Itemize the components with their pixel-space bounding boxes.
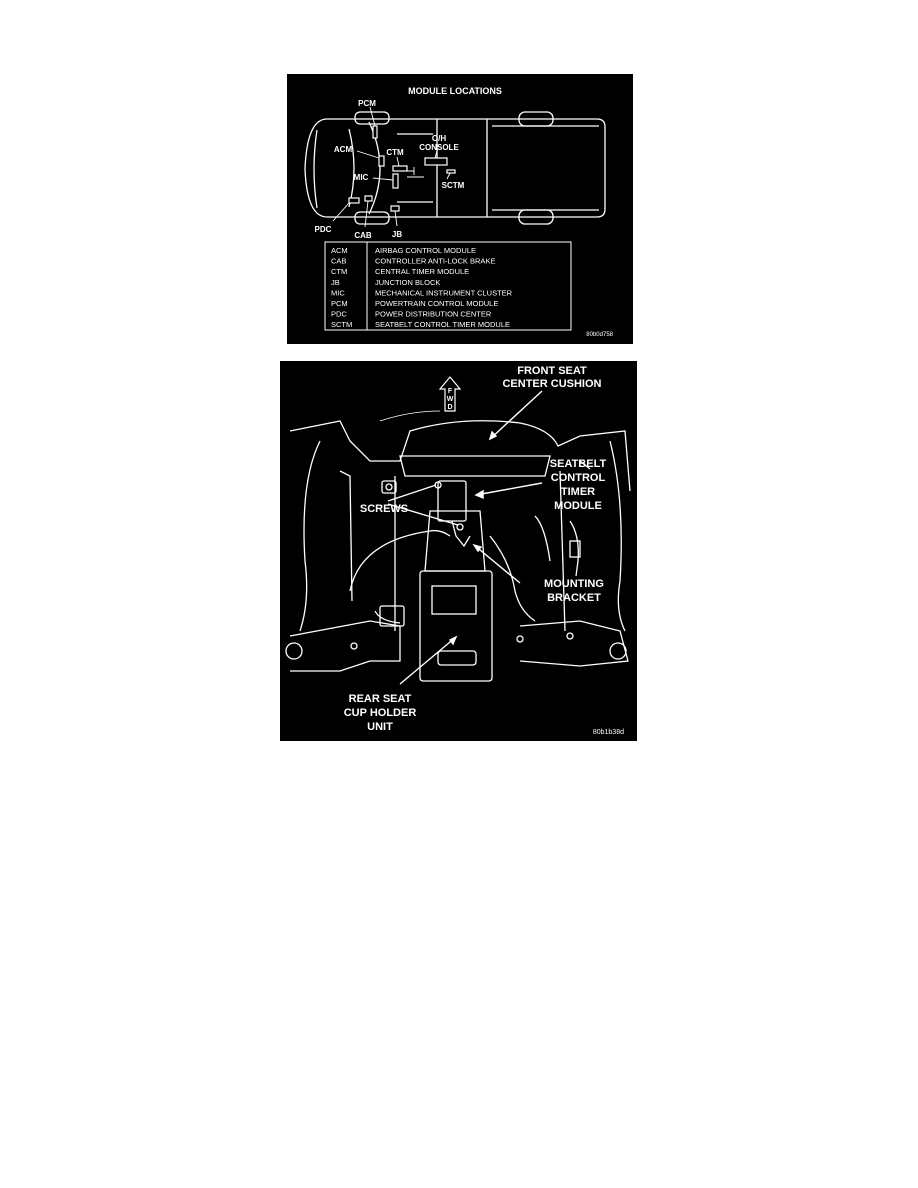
vehicle-outline: [304, 111, 606, 225]
legend-meaning: CENTRAL TIMER MODULE: [375, 267, 469, 276]
legend-abbr: PDC: [331, 310, 347, 319]
svg-text:REAR SEAT: REAR SEAT: [349, 693, 412, 705]
sctm-mounting-drawing: F W D: [285, 365, 631, 736]
legend-abbr: CAB: [331, 257, 346, 266]
leader-lines: [332, 106, 451, 228]
callout-cab: CAB: [354, 231, 372, 240]
callout-oh: O/H: [432, 134, 446, 143]
callout-pcm: PCM: [358, 99, 376, 108]
svg-text:W: W: [447, 396, 454, 403]
legend-meaning: MECHANICAL INSTRUMENT CLUSTER: [375, 288, 513, 297]
legend-abbr: SCTM: [331, 320, 352, 329]
legend-abbr: JB: [331, 278, 340, 287]
callout-acm: ACM: [334, 145, 353, 154]
legend-meaning: POWERTRAIN CONTROL MODULE: [375, 299, 498, 308]
svg-text:TIMER: TIMER: [561, 486, 595, 498]
pdc-marker: [348, 197, 360, 204]
sctm-marker: [446, 169, 456, 174]
figure1-title: MODULE LOCATIONS: [408, 86, 502, 96]
callout-arrows: [387, 390, 543, 685]
legend-abbr: ACM: [331, 246, 348, 255]
module-locations-figure: MODULE LOCATIONS: [287, 74, 633, 344]
svg-text:MODULE: MODULE: [554, 500, 602, 512]
callout-front-seat: FRONT SEAT CENTER CUSHION: [502, 365, 601, 390]
legend-abbr: MIC: [331, 288, 345, 297]
jb-marker: [390, 205, 400, 212]
svg-text:D: D: [447, 404, 452, 411]
legend-meaning: CONTROLLER ANTI-LOCK BRAKE: [375, 257, 495, 266]
svg-text:MOUNTING: MOUNTING: [544, 578, 604, 590]
callout-jb: JB: [392, 230, 402, 239]
svg-text:FRONT SEAT: FRONT SEAT: [517, 365, 587, 377]
figure2-code: 80b1b38d: [593, 729, 624, 736]
figure1-code: 80b0d758: [586, 332, 613, 338]
callout-sctm: SEATBELT CONTROL TIMER MODULE: [550, 458, 607, 512]
callout-pdc: PDC: [315, 225, 332, 234]
abbreviation-legend: ACM AIRBAG CONTROL MODULE CAB CONTROLLER AN…: [324, 241, 572, 331]
callout-mic: MIC: [354, 173, 369, 182]
legend-meaning: SEATBELT CONTROL TIMER MODULE: [375, 320, 510, 329]
cab-marker: [364, 195, 373, 202]
svg-text:F: F: [448, 388, 453, 395]
mic-marker: [392, 173, 399, 189]
callout-console: CONSOLE: [419, 143, 459, 152]
svg-text:CENTER CUSHION: CENTER CUSHION: [502, 378, 601, 390]
callout-screws: SCREWS: [360, 503, 408, 515]
legend-meaning: JUNCTION BLOCK: [375, 278, 440, 287]
legend-abbr: CTM: [331, 267, 347, 276]
acm-marker: [378, 155, 385, 167]
legend-meaning: AIRBAG CONTROL MODULE: [375, 246, 476, 255]
ctm-marker: [392, 165, 408, 172]
console-line-art: [285, 410, 631, 682]
callout-ctm: CTM: [386, 148, 404, 157]
pcm-marker: [372, 125, 378, 139]
svg-text:SEATBELT: SEATBELT: [550, 458, 607, 470]
legend-abbr: PCM: [331, 299, 348, 308]
module-locations-drawing: MODULE LOCATIONS: [304, 86, 614, 338]
svg-text:CUP HOLDER: CUP HOLDER: [344, 707, 417, 719]
svg-text:UNIT: UNIT: [367, 721, 393, 733]
callout-cup-holder: REAR SEAT CUP HOLDER UNIT: [344, 693, 417, 733]
oh-console-marker: [424, 157, 448, 166]
callout-sctm: SCTM: [442, 181, 465, 190]
forward-arrow-icon: F W D: [438, 376, 462, 412]
svg-text:CONTROL: CONTROL: [551, 472, 606, 484]
legend-meaning: POWER DISTRIBUTION CENTER: [375, 310, 492, 319]
sctm-mounting-figure: F W D: [280, 361, 637, 741]
svg-text:BRACKET: BRACKET: [547, 592, 601, 604]
callout-bracket: MOUNTING BRACKET: [544, 578, 604, 604]
